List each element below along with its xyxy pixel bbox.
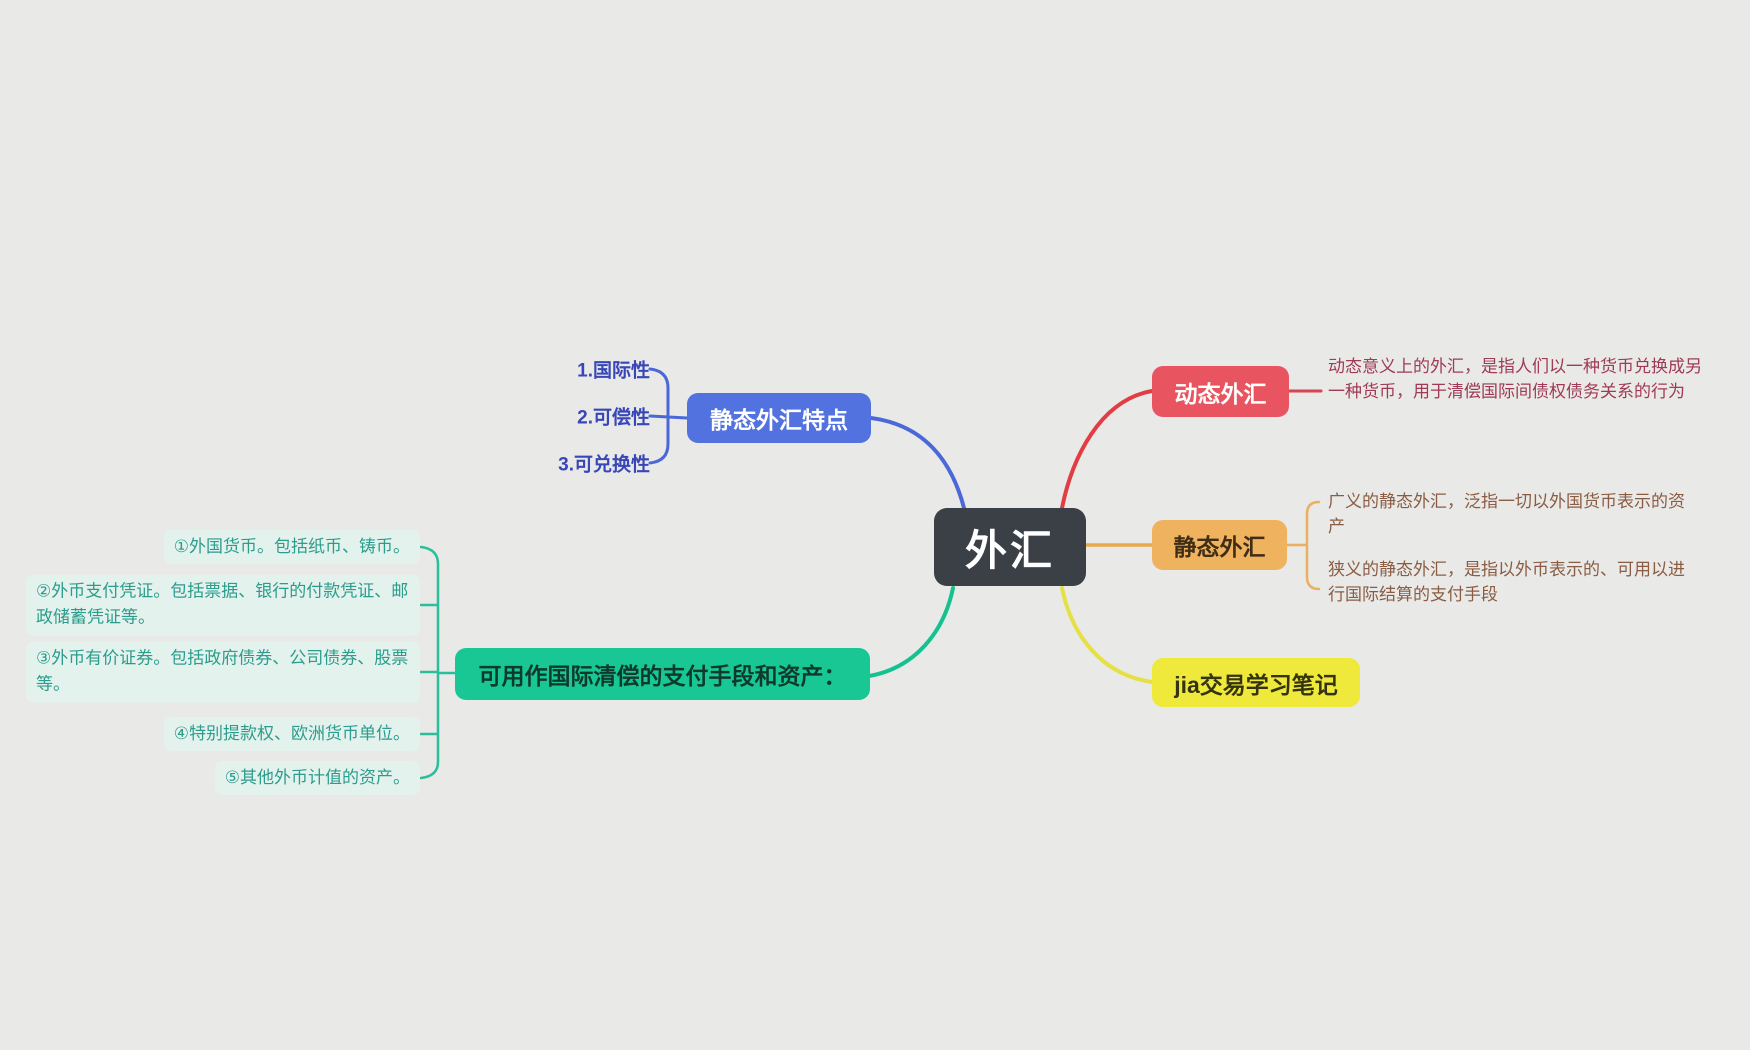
note-static-forex-broad[interactable]: 广义的静态外汇，泛指一切以外国货币表示的资产 — [1328, 492, 1685, 536]
payment-item-payment-vouchers[interactable]: ②外币支付凭证。包括票据、银行的付款凭证、邮政储蓄凭证等。 — [26, 574, 420, 636]
node-static-forex-label: 静态外汇 — [1173, 534, 1266, 560]
edge-root-study-notes — [1060, 586, 1154, 684]
node-static-forex[interactable]: 静态外汇 — [1152, 520, 1287, 570]
child-internationality[interactable]: 1.国际性 — [577, 360, 650, 382]
child-repayability[interactable]: 2.可偿性 — [577, 407, 650, 429]
edge-root-dynamic — [1060, 389, 1154, 510]
node-study-notes-label: jia交易学习笔记 — [1174, 671, 1338, 698]
payment-item-sdr-ecu[interactable]: ④特别提款权、欧洲货币单位。 — [163, 716, 420, 752]
bracket-static-notes — [1285, 500, 1321, 591]
root-node-forex[interactable]: 外汇 — [934, 508, 1086, 586]
note-static-forex-narrow[interactable]: 狭义的静态外汇，是指以外币表示的、可用以进行国际结算的支付手段 — [1328, 560, 1685, 604]
payment-item-securities[interactable]: ③外币有价证券。包括政府债券、公司债券、股票等。 — [26, 641, 420, 703]
note-dynamic-forex[interactable]: 动态意义上的外汇，是指人们以一种货币兑换成另一种货币，用于清偿国际间债权债务关系… — [1328, 357, 1702, 401]
node-static-forex-features[interactable]: 静态外汇特点 — [687, 393, 871, 443]
payment-item-foreign-currency[interactable]: ①外国货币。包括纸币、铸币。 — [163, 529, 420, 565]
edge-root-static-features — [869, 416, 966, 510]
node-dynamic-forex-label: 动态外汇 — [1174, 380, 1267, 407]
edge-root-payment — [867, 586, 955, 678]
bracket-static-features — [648, 367, 689, 465]
node-dynamic-forex[interactable]: 动态外汇 — [1152, 366, 1289, 417]
payment-item-other-assets[interactable]: ⑤其他外币计值的资产。 — [214, 760, 420, 796]
node-payment-means-label: 可用作国际清偿的支付手段和资产： — [478, 663, 847, 689]
child-convertibility[interactable]: 3.可兑换性 — [558, 454, 650, 476]
root-node-label: 外汇 — [964, 526, 1055, 574]
node-payment-means[interactable]: 可用作国际清偿的支付手段和资产： — [455, 648, 870, 700]
bracket-payment-items — [419, 545, 458, 780]
node-static-forex-features-label: 静态外汇特点 — [710, 407, 848, 433]
node-study-notes[interactable]: jia交易学习笔记 — [1152, 658, 1360, 707]
